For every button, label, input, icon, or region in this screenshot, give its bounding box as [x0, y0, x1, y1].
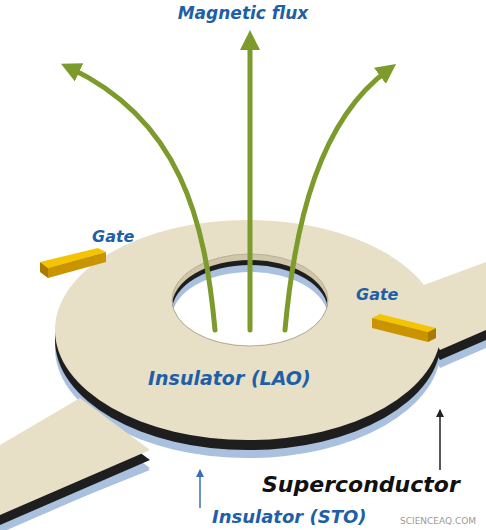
gate-label: Gate: [356, 286, 398, 304]
gate-electrode: [372, 314, 436, 342]
layer-label: Insulator (STO): [212, 507, 366, 528]
flux-label: Magnetic flux: [178, 4, 309, 24]
watermark: SCIENCEAQ.COM: [400, 516, 476, 526]
layer-label: Superconductor: [262, 472, 460, 497]
leader-line: [439, 410, 441, 470]
layer-label: Insulator (LAO): [148, 368, 311, 390]
gate-label: Gate: [92, 228, 134, 246]
leader-line: [199, 470, 201, 508]
lao-layer: [0, 220, 486, 515]
gate-electrode: [40, 248, 106, 278]
flux-arrow: [70, 40, 388, 330]
